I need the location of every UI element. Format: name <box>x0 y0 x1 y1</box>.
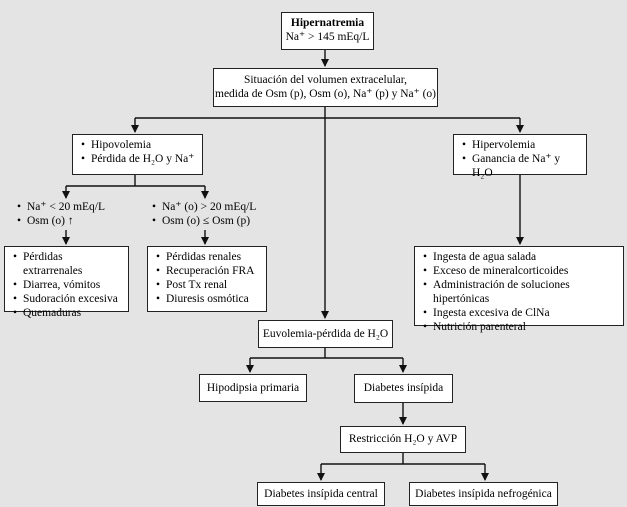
cause-item: Diuresis osmótica <box>156 292 260 306</box>
euvolemia-node: Euvolemia-pérdida de H₂O <box>258 320 393 348</box>
low-urine-na-criteria: Na⁺ < 20 mEq/L Osm (o) ↑ <box>15 200 125 228</box>
cause-item: Nutrición parenteral <box>423 320 617 334</box>
restriction-node: Restricción H₂O y AVP <box>340 426 466 453</box>
hypovolemia-node: Hipovolemia Pérdida de H₂O y Na⁺ <box>72 134 203 175</box>
hypervolemia-causes-node: Ingesta de agua salada Exceso de mineral… <box>414 246 624 334</box>
primary-hypodipsia-label: Hipodipsia primaria <box>206 382 300 394</box>
cause-item: Pérdidas renales <box>156 250 260 264</box>
cause-item: Sudoración excesiva <box>13 292 122 306</box>
central-di-node: Diabetes insípida central <box>257 482 385 506</box>
criterion-item: Osm (o) ≤ Osm (p) <box>152 214 275 228</box>
criterion-item: Na⁺ < 20 mEq/L <box>17 200 125 214</box>
hypovolemia-item: Pérdida de H₂O y Na⁺ <box>81 152 196 166</box>
cause-item: Exceso de mineralcorticoides <box>423 264 617 278</box>
hypovolemia-item: Hipovolemia <box>81 138 196 152</box>
cause-item: Diarrea, vómitos <box>13 278 122 292</box>
root-criterion: Na⁺ > 145 mEq/L <box>285 31 370 43</box>
euvolemia-label: Euvolemia-pérdida de H₂O <box>262 328 389 340</box>
hypervolemia-item: Ganancia de Na⁺ y H₂O <box>462 152 580 180</box>
primary-hypodipsia-node: Hipodipsia primaria <box>199 374 307 402</box>
volume-assessment-node: Situación del volumen extracelular, medi… <box>213 68 438 107</box>
cause-item: Ingesta excesiva de ClNa <box>423 306 617 320</box>
root-title: Hipernatremia <box>290 17 365 29</box>
high-urine-na-criteria: Na⁺ (o) > 20 mEq/L Osm (o) ≤ Osm (p) <box>150 200 275 228</box>
cause-item: Ingesta de agua salada <box>423 250 617 264</box>
diabetes-insipidus-node: Diabetes insípida <box>354 374 453 403</box>
extrarenal-losses-node: Pérdidas extrarrenales Diarrea, vómitos … <box>4 246 129 320</box>
hypervolemia-node: Hipervolemia Ganancia de Na⁺ y H₂O <box>453 134 587 179</box>
criterion-item: Na⁺ (o) > 20 mEq/L <box>152 200 275 214</box>
volume-assessment-line2: medida de Osm (p), Osm (o), Na⁺ (p) y Na… <box>215 88 436 100</box>
cause-item: Administración de soluciones hipertónica… <box>423 278 617 306</box>
nephrogenic-di-node: Diabetes insípida nefrogénica <box>409 482 558 506</box>
renal-losses-node: Pérdidas renales Recuperación FRA Post T… <box>147 246 267 312</box>
hypervolemia-item: Hipervolemia <box>462 138 580 152</box>
cause-item: Post Tx renal <box>156 278 260 292</box>
cause-item: Quemaduras <box>13 306 122 320</box>
volume-assessment-line1: Situación del volumen extracelular, <box>243 74 408 86</box>
cause-item: Pérdidas extrarrenales <box>13 250 122 278</box>
central-di-label: Diabetes insípida central <box>264 488 378 500</box>
root-node: Hipernatremia Na⁺ > 145 mEq/L <box>281 12 374 50</box>
cause-item: Recuperación FRA <box>156 264 260 278</box>
restriction-label: Restricción H₂O y AVP <box>348 433 458 445</box>
criterion-item: Osm (o) ↑ <box>17 214 125 228</box>
diabetes-insipidus-label: Diabetes insípida <box>363 382 444 394</box>
nephrogenic-di-label: Diabetes insípida nefrogénica <box>415 488 552 500</box>
